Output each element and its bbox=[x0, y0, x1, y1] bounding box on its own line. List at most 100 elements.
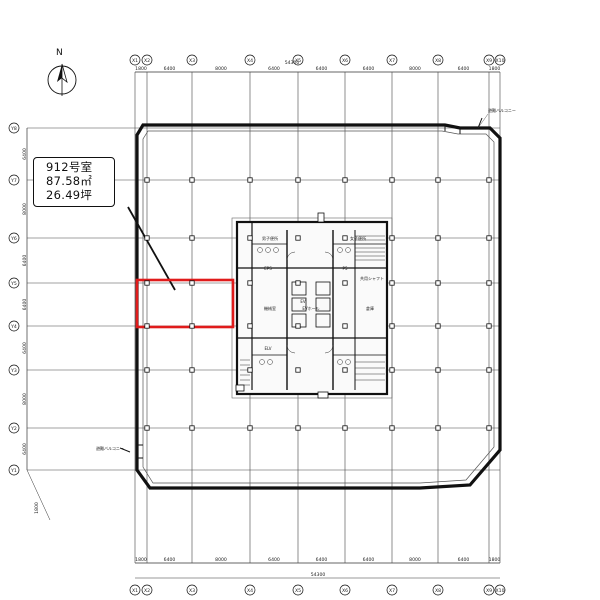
structural-column bbox=[435, 425, 441, 431]
structural-column bbox=[295, 323, 301, 329]
row-axis-label: Y2 bbox=[10, 426, 17, 432]
bottom-span-label: 6400 bbox=[458, 557, 470, 563]
dimension-texts: 1800 6400 8000 6400 6400 6400 8000 6400 1800 5430… bbox=[22, 60, 500, 578]
core-area: EV EVホール 男子便所 女子便所 機械室 倉庫 EPS PS ELV 共用シ… bbox=[231, 212, 393, 399]
row-axis-label: Y6 bbox=[10, 236, 17, 242]
bottom-span-label: 6400 bbox=[316, 557, 328, 563]
structural-column bbox=[342, 177, 348, 183]
column-axis-label: X8 bbox=[435, 588, 441, 594]
column-axis-label: X2 bbox=[144, 588, 150, 594]
balcony-sw-mark bbox=[119, 444, 143, 459]
left-span-label: 8000 bbox=[22, 393, 28, 405]
top-total-label: 54300 bbox=[285, 60, 300, 66]
structural-column bbox=[295, 235, 301, 241]
outer-wall bbox=[135, 123, 502, 490]
structural-column bbox=[189, 280, 195, 286]
column-axis-bubble bbox=[292, 54, 304, 66]
row-axis-bubble bbox=[8, 174, 20, 186]
left-extra-label: 1800 bbox=[34, 502, 40, 514]
structural-column bbox=[189, 177, 195, 183]
top-span-label: 6400 bbox=[268, 66, 280, 72]
column-gridlines bbox=[134, 72, 501, 563]
room-912-highlight[interactable] bbox=[135, 278, 235, 329]
row-axis-bubble bbox=[8, 422, 20, 434]
room-area-tsubo: 26.49坪 bbox=[46, 188, 93, 202]
left-span-label: 8000 bbox=[22, 203, 28, 215]
structural-column bbox=[247, 280, 253, 286]
column-axis-label: X4 bbox=[247, 588, 253, 594]
left-span-label: 6400 bbox=[22, 299, 28, 311]
structural-column bbox=[342, 425, 348, 431]
row-axis-bubble bbox=[8, 232, 20, 244]
row-axis-label: Y5 bbox=[10, 281, 17, 287]
top-span-label: 6400 bbox=[316, 66, 328, 72]
core-ev-hall-label: EVホール bbox=[302, 306, 319, 311]
column-axis-label: X8 bbox=[435, 58, 441, 64]
structural-column bbox=[189, 323, 195, 329]
left-span-label: 6400 bbox=[22, 148, 28, 160]
structural-column bbox=[342, 280, 348, 286]
core-shaft-label: 共用シャフト bbox=[360, 275, 384, 281]
room-info-callout[interactable]: 912号室 87.58㎡ 26.49坪 bbox=[33, 157, 115, 207]
core-ev-label: EV bbox=[300, 299, 306, 304]
row-axis-bubble bbox=[8, 122, 20, 134]
north-label: N bbox=[56, 48, 63, 58]
top-span-label: 1800 bbox=[489, 66, 501, 72]
structural-column bbox=[295, 280, 301, 286]
column-axis-label: X1 bbox=[132, 588, 138, 594]
column-axis-label: X4 bbox=[247, 58, 253, 64]
structural-columns bbox=[144, 177, 492, 431]
top-span-label: 6400 bbox=[458, 66, 470, 72]
row-axis-label: Y4 bbox=[10, 324, 17, 330]
balcony-ne-mark bbox=[444, 117, 483, 134]
structural-column bbox=[189, 367, 195, 373]
structural-column bbox=[435, 280, 441, 286]
column-axis-bubble bbox=[483, 54, 495, 66]
column-axis-bubble bbox=[483, 584, 495, 596]
top-span-label: 8000 bbox=[409, 66, 421, 72]
core-machine-label: 機械室 bbox=[264, 305, 276, 311]
structural-column bbox=[342, 323, 348, 329]
column-axis-bubble bbox=[432, 584, 444, 596]
column-axis-bubble bbox=[292, 584, 304, 596]
column-axis-label: X5 bbox=[295, 588, 301, 594]
column-axis-bubble bbox=[494, 584, 506, 596]
core-storage-label: 倉庫 bbox=[366, 305, 374, 311]
structural-column bbox=[247, 177, 253, 183]
structural-column bbox=[247, 367, 253, 373]
balcony-ne-label: 避難バルコニー bbox=[488, 107, 516, 113]
structural-column bbox=[486, 235, 492, 241]
structural-column bbox=[342, 367, 348, 373]
structural-column bbox=[295, 425, 301, 431]
column-axis-label: X3 bbox=[189, 588, 195, 594]
column-axis-label: X7 bbox=[389, 58, 395, 64]
bottom-span-label: 6400 bbox=[268, 557, 280, 563]
structural-column bbox=[486, 323, 492, 329]
structural-column bbox=[295, 367, 301, 373]
core-wc-m-label: 男子便所 bbox=[262, 235, 278, 241]
bottom-span-label: 1800 bbox=[489, 557, 501, 563]
balcony-sw-label: 避難バルコニー bbox=[96, 445, 124, 451]
core-eps-label: EPS bbox=[264, 266, 272, 271]
structural-column bbox=[389, 235, 395, 241]
column-axis-label: X10 bbox=[496, 58, 505, 64]
inner-wall-line bbox=[142, 130, 495, 484]
core-ps-label: PS bbox=[343, 266, 348, 271]
column-axis-label: X3 bbox=[189, 58, 195, 64]
structural-column bbox=[389, 177, 395, 183]
column-axis-label: X6 bbox=[342, 588, 348, 594]
bottom-total-label: 54300 bbox=[311, 572, 326, 578]
structural-column bbox=[389, 280, 395, 286]
bottom-span-label: 6400 bbox=[164, 557, 176, 563]
structural-column bbox=[486, 177, 492, 183]
row-axis-label: Y7 bbox=[10, 178, 17, 184]
label-leader-line bbox=[127, 206, 176, 291]
top-span-label: 8000 bbox=[215, 66, 227, 72]
left-span-label: 6400 bbox=[22, 342, 28, 354]
column-axis-bubble bbox=[129, 54, 141, 66]
structural-column bbox=[435, 177, 441, 183]
structural-column bbox=[144, 367, 150, 373]
room-area-m2: 87.58㎡ bbox=[46, 174, 93, 188]
left-extra-leader bbox=[26, 469, 51, 521]
